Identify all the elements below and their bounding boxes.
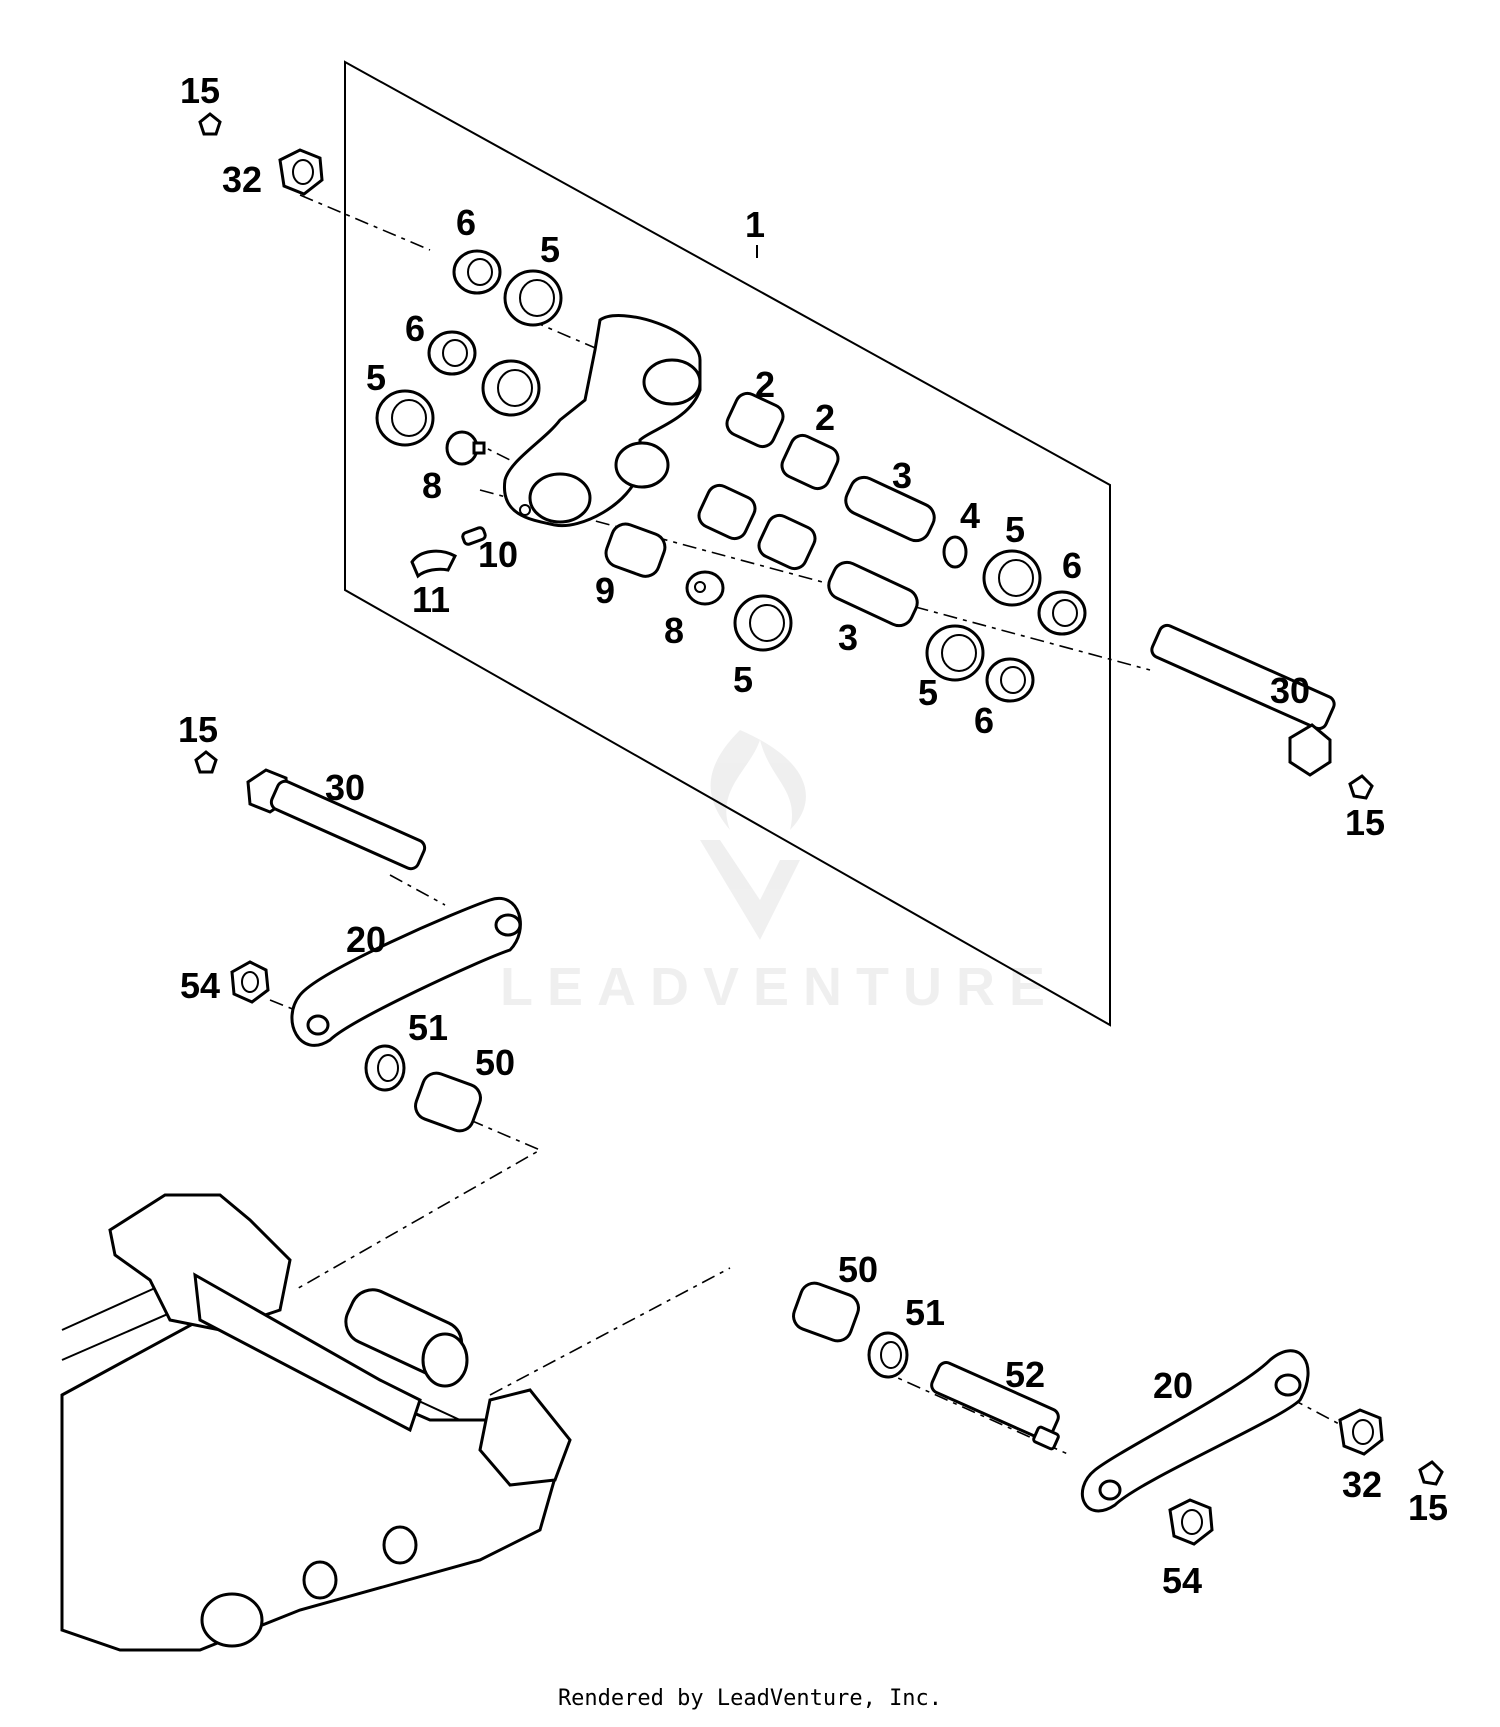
callout-10: 10: [478, 534, 518, 575]
sleeve-3-lower: [827, 560, 919, 628]
callout-labels: 15 32 6 5 1 6 5 2 2 8 3 4 5 10 6 11 9 8 …: [178, 70, 1448, 1601]
bushing-9: [604, 522, 667, 578]
rocker-lever: [503, 314, 702, 528]
sleeve-3-upper: [844, 475, 936, 543]
callout-5: 5: [540, 229, 560, 270]
cap-15-right: [1348, 774, 1374, 800]
callout-2: 2: [815, 397, 835, 438]
footer-credit: Rendered by LeadVenture, Inc.: [557, 1686, 943, 1711]
pin-52: [930, 1361, 1060, 1451]
needle-bearing-2-b: [780, 433, 840, 491]
cap-15-bottom-right: [1418, 1460, 1444, 1486]
callout-2: 2: [755, 364, 775, 405]
callout-5: 5: [1005, 509, 1025, 550]
callout-20: 20: [346, 919, 386, 960]
callout-3: 3: [892, 455, 912, 496]
callout-30: 30: [325, 767, 365, 808]
grease-nipple-10: [461, 526, 487, 546]
callout-6: 6: [456, 202, 476, 243]
seal-6-mid: [427, 330, 477, 376]
needle-bearing-2-d: [757, 513, 817, 571]
nut-54-left: [230, 960, 270, 1004]
seal-6-upper: [452, 249, 502, 295]
seal-6-lower-right: [985, 657, 1035, 703]
bolt-30-left: [246, 768, 427, 871]
needle-bearing-2-a: [725, 391, 785, 449]
seal-5-mid: [481, 359, 541, 417]
callout-6: 6: [405, 308, 425, 349]
seal-6-right-upper: [1037, 590, 1087, 636]
swingarm-frame: [60, 1193, 572, 1652]
callout-15: 15: [180, 70, 220, 111]
bolt-30-right: [1150, 623, 1336, 777]
o-ring-4: [942, 535, 968, 569]
nut-32-top: [278, 148, 324, 196]
needle-bearing-2-c: [697, 483, 757, 541]
callout-1: 1: [745, 204, 765, 245]
spacer-8-lower: [685, 570, 725, 606]
seal-51-left: [364, 1044, 406, 1092]
callout-15: 15: [1408, 1487, 1448, 1528]
bearing-50-right: [792, 1281, 860, 1343]
callout-15: 15: [1345, 802, 1385, 843]
callout-3: 3: [838, 617, 858, 658]
seal-5-left: [375, 389, 435, 447]
callout-15: 15: [178, 709, 218, 750]
pull-rod-20-right: [1080, 1349, 1310, 1513]
callout-8: 8: [664, 610, 684, 651]
callout-4: 4: [960, 495, 980, 536]
seal-5-lower-left: [733, 594, 793, 652]
callout-32: 32: [1342, 1464, 1382, 1505]
nut-54-right: [1168, 1498, 1214, 1546]
nut-32-right: [1338, 1408, 1384, 1456]
seal-5-upper: [503, 269, 563, 327]
callout-51: 51: [408, 1007, 448, 1048]
callout-8: 8: [422, 465, 442, 506]
callout-51: 51: [905, 1292, 945, 1333]
assembly-frame: [344, 60, 1111, 1027]
callout-9: 9: [595, 570, 615, 611]
callout-6: 6: [974, 700, 994, 741]
callout-30: 30: [1270, 670, 1310, 711]
callout-5: 5: [918, 672, 938, 713]
cap-11: [410, 549, 457, 579]
callout-50: 50: [475, 1042, 515, 1083]
pull-rod-20-left: [290, 896, 522, 1047]
callout-50: 50: [838, 1249, 878, 1290]
watermark-logo: [700, 730, 806, 940]
callout-54: 54: [180, 965, 220, 1006]
bearing-50-left: [414, 1071, 482, 1133]
watermark-text: LEADVENTURE: [500, 957, 1059, 1017]
callout-5: 5: [733, 659, 753, 700]
spacer-8-left: [445, 430, 486, 466]
seal-5-right-upper: [982, 549, 1042, 607]
callout-52: 52: [1005, 1354, 1045, 1395]
callout-5: 5: [366, 357, 386, 398]
seal-51-right: [867, 1331, 909, 1379]
callout-6: 6: [1062, 545, 1082, 586]
callout-20: 20: [1153, 1365, 1193, 1406]
callout-32: 32: [222, 159, 262, 200]
callout-54: 54: [1162, 1560, 1202, 1601]
cap-15-top: [198, 112, 222, 136]
callout-11: 11: [412, 579, 450, 620]
cap-15-mid-left: [194, 750, 218, 774]
seal-5-lower-right: [925, 624, 985, 682]
